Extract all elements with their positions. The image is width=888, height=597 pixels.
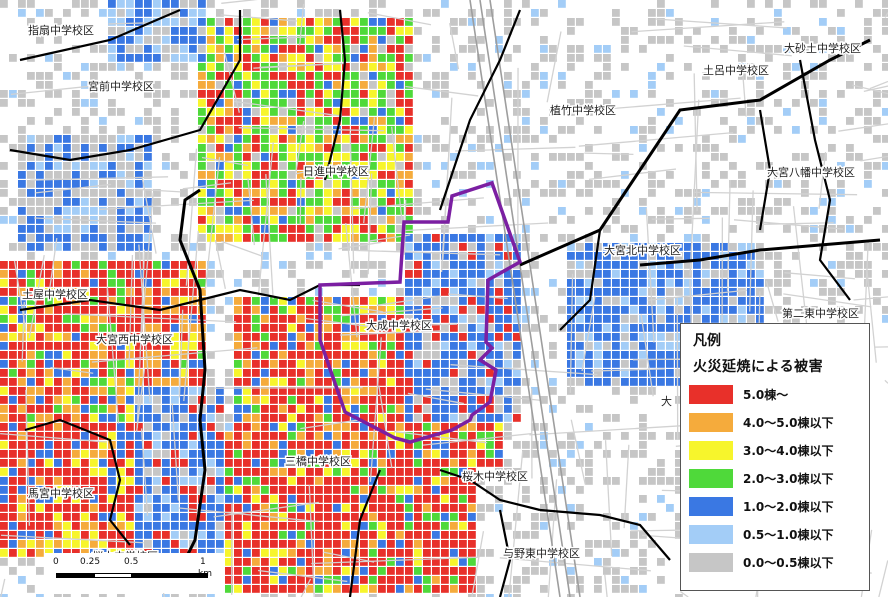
legend-item: 1.0～2.0棟以下 [689,494,861,518]
legend-item: 2.0～3.0棟以下 [689,466,861,490]
legend-items: 5.0棟～ 4.0～5.0棟以下 3.0～4.0棟以下 2.0～3.0棟以下 1.0～2… [689,382,861,574]
legend-label: 5.0棟～ [743,387,789,402]
district-boundary [539,508,671,561]
scale-tick-label: 0 [53,557,59,567]
scale-bar-segment [132,573,208,578]
district-boundary [798,59,851,301]
school-district-boundaries [9,8,881,597]
district-boundary [24,418,131,546]
district-boundary [323,9,347,181]
legend-swatch [689,440,733,460]
district-label: 大宮西中学校区 [96,332,173,346]
district-boundary [439,468,541,512]
legend-label: 4.0～5.0棟以下 [743,415,834,430]
district-boundary [348,469,382,597]
legend-item: 4.0～5.0棟以下 [689,410,861,434]
legend-label: 0.5～1.0棟以下 [743,527,834,542]
legend-subtitle: 火災延焼による被害 [693,359,824,375]
district-boundary [9,10,242,162]
legend-title: 凡例 [693,333,721,349]
legend-swatch [689,524,733,544]
legend-swatch [689,412,733,432]
legend-item: 3.0～4.0棟以下 [689,438,861,462]
taisei-highlight-boundary [318,180,523,444]
district-label: 土呂中学校区 [703,63,769,77]
scale-bar-segment [94,573,132,578]
district-boundary [438,9,522,211]
scale-tick-label: 0.25 [80,557,101,567]
district-boundary [19,298,201,312]
legend-swatch [689,496,733,516]
district-label: 宮前中学校区 [88,79,154,93]
district-boundary [639,238,881,267]
district-label: 大宮北中学校区 [604,243,681,257]
legend-label: 3.0～4.0棟以下 [743,443,834,458]
district-label: 日進中学校区 [303,164,369,178]
district-boundary [173,188,207,581]
district-label: 第二東中学校区 [782,306,859,320]
legend-label: 0.0～0.5棟以下 [743,555,834,570]
legend-swatch [689,384,733,404]
scale-tick-label: 0.5 [124,557,139,567]
district-boundary [559,229,602,331]
district-label: 大成中学校区 [366,318,432,332]
district-label: 与野東中学校区 [503,546,580,560]
district-label: 指扇中学校区 [28,23,94,37]
district-label: 桜木中学校区 [462,469,528,483]
district-label: 大宮八幡中学校区 [767,165,855,179]
legend-item: 0.5～1.0棟以下 [689,522,861,546]
district-label: 三橋中学校区 [285,454,351,468]
district-boundary [498,509,512,597]
district-boundary [758,109,772,231]
district-label: 馬宮中学校区 [28,486,94,500]
district-label: 大 [661,394,672,408]
district-label: 大砂土中学校区 [784,41,861,55]
legend-swatch [689,468,733,488]
legend: 凡例 火災延焼による被害 5.0棟～ 4.0～5.0棟以下 3.0～4.0棟以下 2.… [680,323,870,591]
legend-item: 0.0～0.5棟以下 [689,550,861,574]
scale-tick-label: 1 [200,557,206,567]
district-label: 土屋中学校区 [22,287,88,301]
legend-label: 1.0～2.0棟以下 [743,499,834,514]
scale-bar: 0 0.25 0.5 1 km [44,553,224,593]
district-label: 植竹中学校区 [550,103,616,117]
legend-swatch [689,552,733,572]
district-boundary [19,8,181,62]
scale-bar-segment [56,573,94,578]
legend-label: 2.0～3.0棟以下 [743,471,834,486]
legend-item: 5.0棟～ [689,382,861,406]
